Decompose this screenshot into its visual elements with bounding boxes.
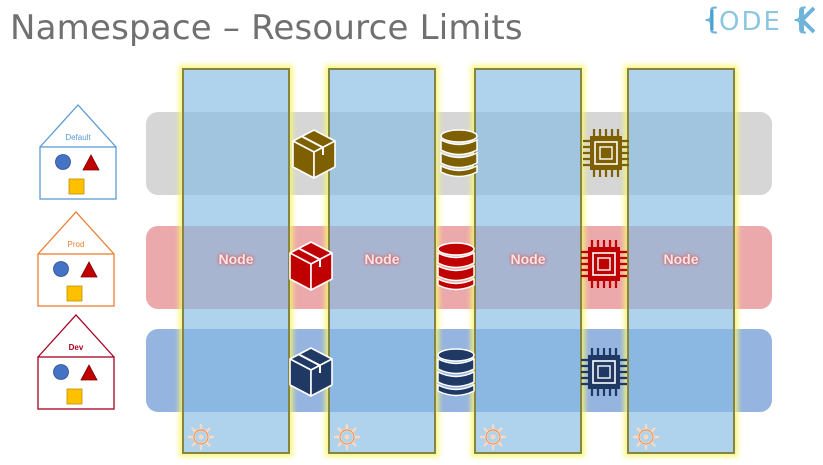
cube-icon xyxy=(292,129,336,179)
kodekloud-logo: { ODE { xyxy=(702,2,816,37)
database-icon xyxy=(437,348,475,397)
square-icon xyxy=(68,178,85,195)
namespace-house-dev: Dev xyxy=(37,314,115,410)
node-column-3 xyxy=(474,68,582,454)
node-column-1 xyxy=(182,68,290,454)
database-icon xyxy=(440,129,478,178)
slide-title: Namespace – Resource Limits xyxy=(10,8,523,48)
namespace-label-prod: Prod xyxy=(68,240,85,249)
node-label-2: Node xyxy=(364,251,400,267)
node-label-4: Node xyxy=(663,251,699,267)
cube-icon xyxy=(289,347,333,397)
circle-icon xyxy=(55,154,71,170)
node-column-4 xyxy=(627,68,735,454)
cpu-chip-icon xyxy=(581,240,627,288)
namespace-house-prod: Prod xyxy=(37,211,115,307)
kubernetes-helm-icon xyxy=(187,423,215,451)
database-icon xyxy=(437,242,475,291)
square-icon xyxy=(66,285,83,302)
namespace-label-dev: Dev xyxy=(69,343,84,352)
node-label-3: Node xyxy=(510,251,546,267)
circle-icon xyxy=(53,261,69,277)
namespace-label-default: Default xyxy=(65,133,91,142)
kubernetes-helm-icon xyxy=(479,423,507,451)
node-column-2 xyxy=(328,68,436,454)
kubernetes-helm-icon xyxy=(632,423,660,451)
triangle-icon xyxy=(82,154,100,171)
svg-text:ODE: ODE xyxy=(719,7,782,37)
cube-icon xyxy=(289,241,333,291)
triangle-icon xyxy=(80,261,98,278)
kubernetes-helm-icon xyxy=(333,423,361,451)
cpu-chip-icon xyxy=(583,129,629,177)
triangle-icon xyxy=(80,364,98,381)
square-icon xyxy=(66,388,83,405)
circle-icon xyxy=(53,364,69,380)
cpu-chip-icon xyxy=(581,348,627,396)
namespace-house-default: Default xyxy=(39,104,117,200)
node-label-1: Node xyxy=(218,251,254,267)
